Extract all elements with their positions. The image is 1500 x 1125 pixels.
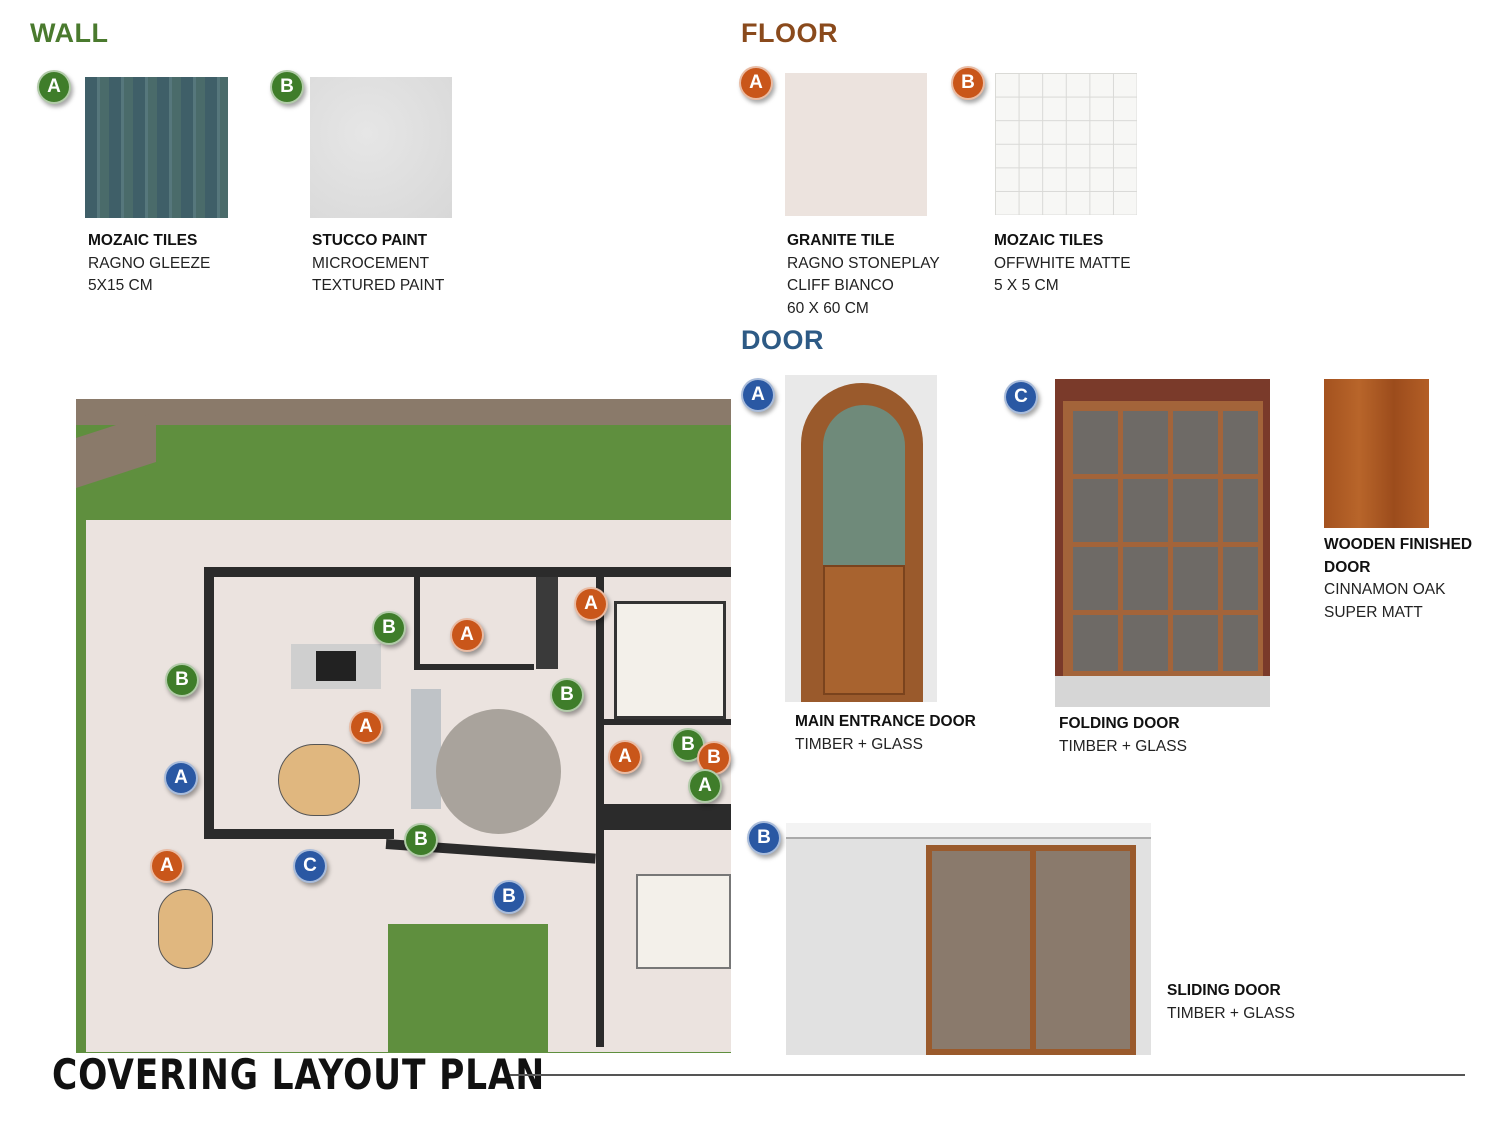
plan-marker: B	[372, 611, 406, 645]
plan-marker: A	[688, 769, 722, 803]
cinnamon-oak-swatch	[1324, 379, 1429, 528]
sliding-door-image	[786, 823, 1151, 1055]
plan-marker: A	[150, 849, 184, 883]
plan-marker: A	[164, 761, 198, 795]
floor-marker-a: A	[739, 66, 773, 100]
plan-marker: C	[293, 849, 327, 883]
door-marker-a: A	[741, 378, 775, 412]
wall-heading: WALL	[30, 18, 109, 48]
plan-marker: A	[574, 587, 608, 621]
plan-marker: A	[608, 740, 642, 774]
plan-title: COVERING LAYOUT PLAN	[52, 1050, 546, 1099]
floor-marker-b: B	[951, 66, 985, 100]
plan-marker: B	[550, 678, 584, 712]
granite-tile-swatch	[785, 73, 927, 216]
plan-marker: B	[165, 663, 199, 697]
door-heading: DOOR	[741, 325, 824, 355]
stucco-paint-swatch	[310, 77, 452, 218]
door-marker-c: C	[1004, 380, 1038, 414]
floor-heading: FLOOR	[741, 18, 838, 48]
plan-marker: B	[404, 823, 438, 857]
door-marker-b: B	[747, 821, 781, 855]
wall-marker-a: A	[37, 70, 71, 104]
wall-marker-b: B	[270, 70, 304, 104]
mozaic-tiles-swatch	[85, 77, 228, 218]
plan-marker: A	[349, 710, 383, 744]
folding-door-image	[1055, 379, 1270, 707]
main-entrance-door-image	[785, 375, 937, 702]
title-rule	[510, 1074, 1465, 1076]
plan-marker: B	[671, 728, 705, 762]
plan-marker: A	[450, 618, 484, 652]
plan-marker: B	[492, 880, 526, 914]
floor-plan	[76, 399, 731, 1053]
offwhite-mozaic-swatch	[995, 73, 1137, 215]
